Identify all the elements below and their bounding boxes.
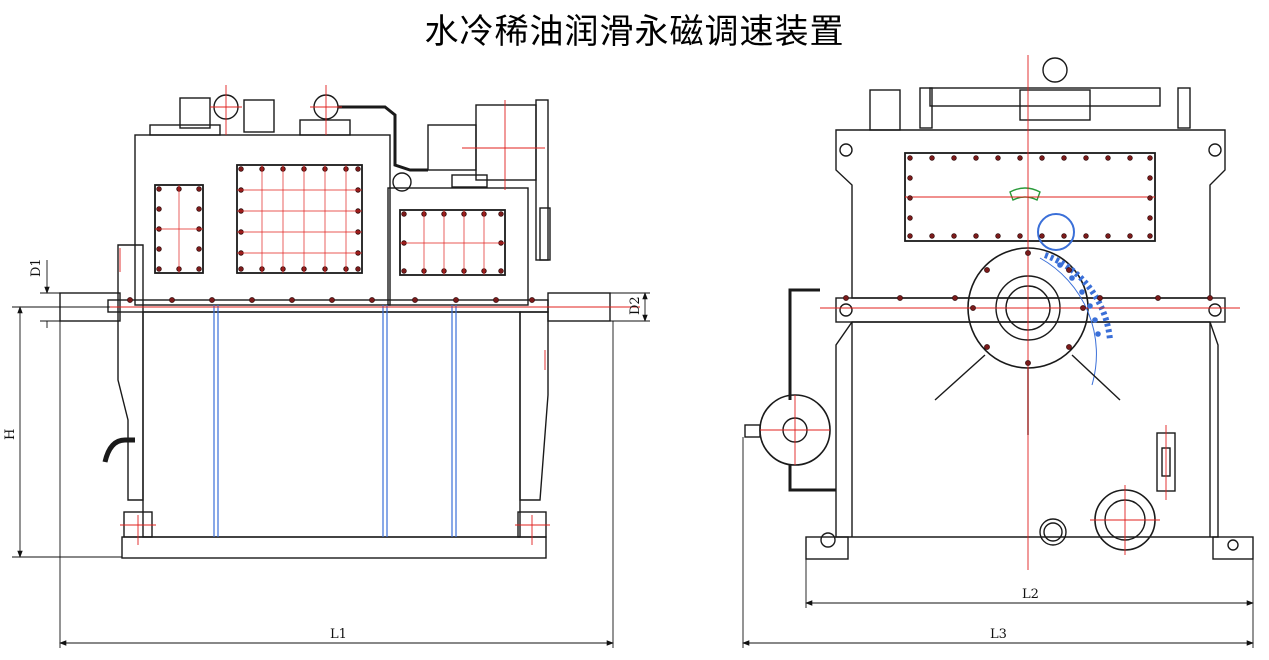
dim-l1-label: L1 <box>330 627 347 642</box>
front-dimensions <box>12 260 650 648</box>
side-gear-arc <box>1043 252 1113 341</box>
front-window-right <box>399 209 506 276</box>
dim-l2-label: L2 <box>1022 587 1039 602</box>
front-motor-body <box>427 124 477 171</box>
front-centerlines <box>40 85 640 545</box>
front-upper-right-box <box>387 187 529 306</box>
dim-h-label: H <box>3 429 18 440</box>
front-lower-housing <box>142 311 521 538</box>
side-bolts <box>843 155 1213 366</box>
side-view <box>744 57 1254 560</box>
side-centerlines <box>760 55 1240 570</box>
front-view <box>59 94 611 559</box>
front-base-plate <box>121 536 547 559</box>
side-small-gear <box>1037 213 1075 251</box>
dim-d1-label: D1 <box>29 258 44 277</box>
dim-d2-label: D2 <box>628 296 643 315</box>
drawing-title: 水冷稀油润滑永磁调速装置 <box>424 12 845 52</box>
front-upper-housing <box>134 134 391 306</box>
side-upper-housing <box>835 129 1226 299</box>
front-window-center <box>236 164 363 274</box>
dim-l3-label: L3 <box>990 627 1007 642</box>
side-dimensions <box>742 437 1254 648</box>
side-lower-housing <box>835 321 1219 538</box>
